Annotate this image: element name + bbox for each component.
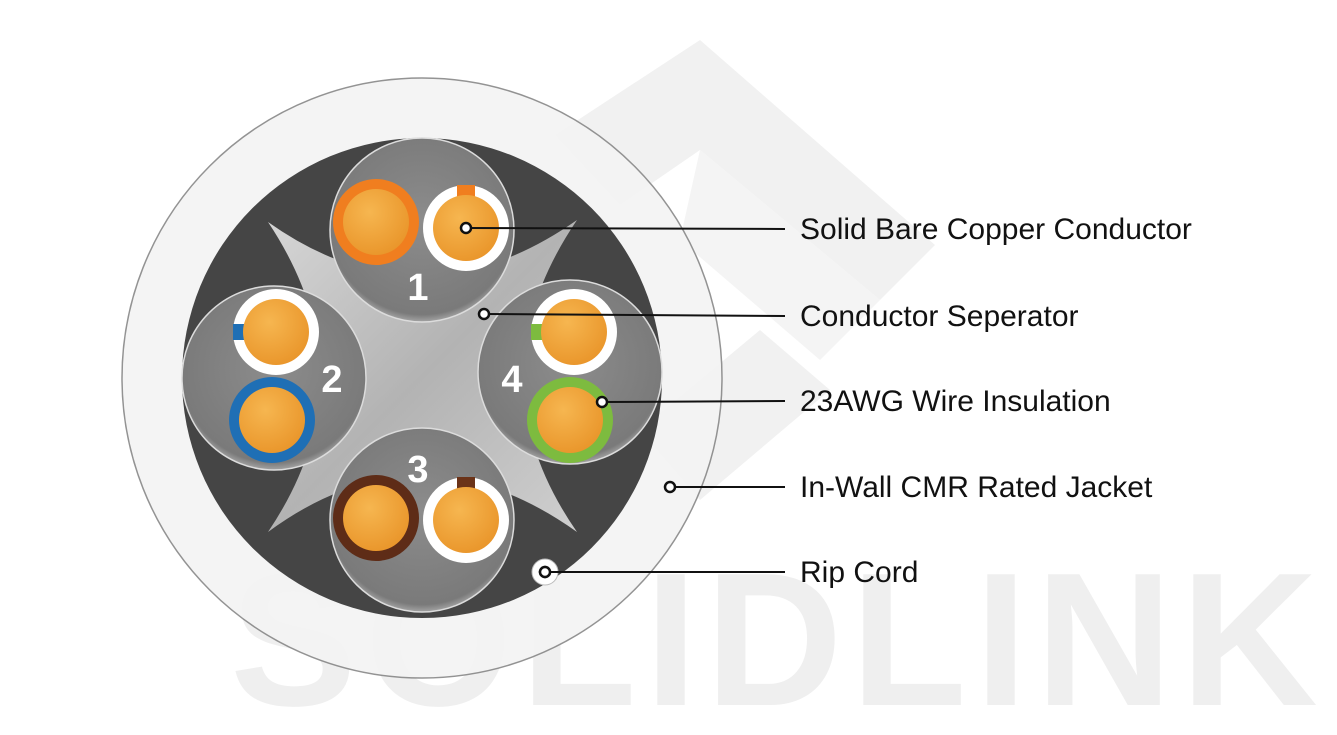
pair-group-3: 3 [329, 427, 515, 613]
callout-1: Solid Bare Copper Conductor [459, 213, 1192, 246]
solid-wire [333, 475, 419, 561]
pair-number-3: 3 [407, 449, 428, 491]
pair-group-1: 1 [329, 137, 515, 323]
callout-label: Solid Bare Copper Conductor [800, 213, 1192, 246]
callout-label: Conductor Seperator [800, 300, 1079, 333]
callout-label: In-Wall CMR Rated Jacket [800, 471, 1153, 504]
callout-dot [459, 221, 473, 235]
callout-2: Conductor Seperator [477, 300, 1079, 333]
callout-3: 23AWG Wire Insulation [595, 385, 1111, 418]
pair-number-4: 4 [501, 359, 522, 401]
striped-wire [531, 289, 617, 375]
solid-wire [229, 377, 315, 463]
striped-wire [233, 289, 319, 375]
callout-dot [663, 480, 677, 494]
pair-boundary [329, 427, 515, 613]
callout-dot [595, 395, 609, 409]
solid-wire [527, 377, 613, 463]
pair-group-2: 2 [181, 285, 367, 471]
callout-label: 23AWG Wire Insulation [800, 385, 1111, 418]
pair-number-1: 1 [407, 267, 428, 309]
callout-5: Rip Cord [538, 556, 918, 589]
striped-wire [423, 477, 509, 563]
conductor-separator [268, 220, 577, 532]
callout-dot [538, 565, 552, 579]
callout-dot [477, 307, 491, 321]
solid-wire [333, 179, 419, 265]
callout-4: In-Wall CMR Rated Jacket [663, 471, 1153, 504]
callout-label: Rip Cord [800, 556, 918, 589]
pair-group-4: 4 [477, 279, 663, 465]
twisted-pairs: 1 2 3 4 [181, 137, 663, 613]
pair-number-2: 2 [321, 359, 342, 401]
